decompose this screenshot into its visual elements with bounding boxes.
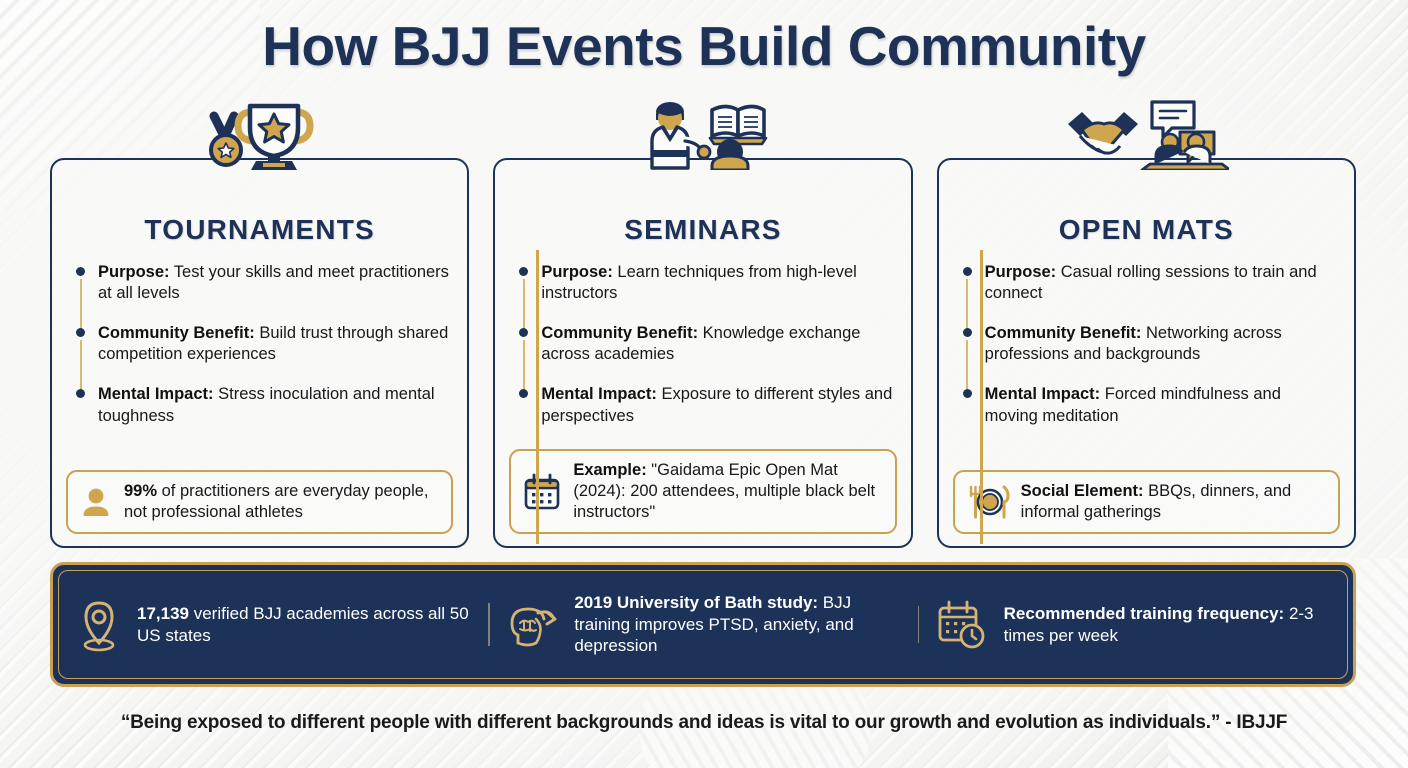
bullet-label: Purpose: [541,263,613,281]
bullet-label: Mental Impact: [984,385,1101,404]
location-pin-icon [75,597,123,653]
bullet-label: Mental Impact: [541,385,657,404]
callout-body: "Gaidama Epic Open Mat (2024): 200 atten… [573,461,876,522]
bullet-list: Purpose: Casual rolling sessions to trai… [955,262,1338,427]
calendar-clock-icon [934,598,990,652]
column-divider [536,250,539,544]
callout-text: 99% of practitioners are everyday people… [124,481,440,523]
stat-item-bath-study: 2019 University of Bath study: BJJ train… [488,592,917,656]
callout-body: of practitioners are everyday people, no… [124,482,429,522]
bullet-label: Community Benefit: [541,324,699,343]
stat-label: 17,139 [137,604,189,624]
bullet-dot-icon [519,267,529,276]
stats-bar-inner: 17,139 verified BJJ academies across all… [58,570,1348,679]
column-divider [980,250,983,544]
bullet-item: Purpose: Learn techniques from high-leve… [519,262,892,330]
bullet-connector [522,340,525,391]
bullet-text: Stress inoculation and mental toughness [98,385,435,425]
bullet-item: Community Benefit: Knowledge exchange ac… [519,323,892,391]
callout-box: 99% of practitioners are everyday people… [66,470,454,534]
stat-item-academies: 17,139 verified BJJ academies across all… [59,597,488,653]
bullet-dot-icon [519,328,529,338]
bullet-item: Purpose: Test your skills and meet pract… [76,262,449,330]
instructor-book-icon [495,98,910,170]
stats-bar: 17,139 verified BJJ academies across all… [50,562,1356,687]
bullet-label: Community Benefit: [984,324,1142,343]
handshake-grappling-icon [939,98,1354,170]
stat-label: Recommended training frequency: [1003,604,1285,624]
category-title: OPEN MATS [1058,214,1234,245]
category-card-seminars: SEMINARS Purpose: Learn techniques from … [493,102,913,548]
callout-text: Example: "Gaidama Epic Open Mat (2024): … [573,460,883,523]
bullet-dot-icon [962,389,972,399]
bullet-item: Mental Impact: Exposure to different sty… [519,384,893,426]
category-card-tournaments: TOURNAMENTS Purpose: Test your skills an… [50,103,470,548]
stat-text: 17,139 verified BJJ academies across all… [137,603,472,646]
stat-body: BJJ training improves PTSD, anxiety, and… [574,593,854,656]
calendar-icon [522,472,562,512]
bullet-text: Forced mindfulness and moving meditation [984,385,1281,425]
category-card-open-mats: OPEN MATS Purpose: Casual rolling sessio… [936,100,1356,548]
bullet-label: Purpose: [984,263,1057,281]
meal-icon [966,484,1010,520]
bullet-connector [79,340,82,391]
bullet-dot-icon [76,328,85,338]
category-title: TOURNAMENTS [144,214,375,245]
stat-body: 2-3 times per week [1003,604,1314,645]
callout-box: Example: "Gaidama Epic Open Mat (2024): … [509,449,897,534]
bullet-label: Purpose: [98,263,170,281]
category-columns: TOURNAMENTS Purpose: Test your skills an… [50,100,1356,548]
bullet-dot-icon [962,328,972,338]
bullet-list: Purpose: Learn techniques from high-leve… [511,262,894,427]
callout-body: BBQs, dinners, and informal gatherings [1020,482,1292,522]
bullet-dot-icon [76,389,85,399]
person-icon [79,485,113,519]
bullet-label: Community Benefit: [98,324,255,343]
bullet-item: Purpose: Casual rolling sessions to trai… [962,262,1336,330]
bullet-text: Casual rolling sessions to train and con… [984,263,1317,303]
footer-quote: “Being exposed to different people with … [120,712,1288,733]
bullet-connector [522,279,525,330]
bullet-dot-icon [76,267,85,276]
bullet-text: Knowledge exchange across academies [541,324,861,364]
bullet-dot-icon [962,267,972,276]
bullet-item: Community Benefit: Build trust through s… [76,323,449,391]
bullet-item: Mental Impact: Stress inoculation and me… [76,384,449,426]
category-title: SEMINARS [624,214,782,245]
bullet-text: Networking across professions and backgr… [984,324,1282,364]
bullet-list: Purpose: Test your skills and meet pract… [68,262,451,427]
bullet-item: Community Benefit: Networking across pro… [962,323,1336,391]
bullet-item: Mental Impact: Forced mindfulness and mo… [962,384,1336,426]
bullet-connector [966,279,969,330]
stat-text: 2019 University of Bath study: BJJ train… [574,592,901,656]
callout-label: Example: [573,461,647,480]
callout-label: Social Element: [1020,482,1144,501]
stat-text: Recommended training frequency: 2-3 time… [1004,603,1331,646]
callout-text: Social Element: BBQs, dinners, and infor… [1021,481,1327,523]
bullet-connector [966,340,969,391]
bullet-text: Build trust through shared competition e… [98,324,449,364]
bullet-text: Exposure to different styles and perspec… [541,385,893,425]
stat-item-frequency: Recommended training frequency: 2-3 time… [917,598,1347,652]
brain-head-icon [504,597,560,653]
bullet-dot-icon [519,389,529,399]
bullet-text: Test your skills and meet practitioners … [98,263,449,303]
bullet-label: Mental Impact: [98,385,214,404]
trophy-medal-icon [52,98,467,170]
stat-body: verified BJJ academies across all 50 US … [137,604,469,645]
bullet-connector [79,279,82,330]
stat-label: 2019 University of Bath study: [574,593,819,613]
callout-label: 99% [124,482,158,501]
page-title: How BJJ Events Build Community [262,15,1146,77]
callout-box: Social Element: BBQs, dinners, and infor… [952,470,1340,534]
bullet-text: Learn techniques from high-level instruc… [541,263,857,303]
